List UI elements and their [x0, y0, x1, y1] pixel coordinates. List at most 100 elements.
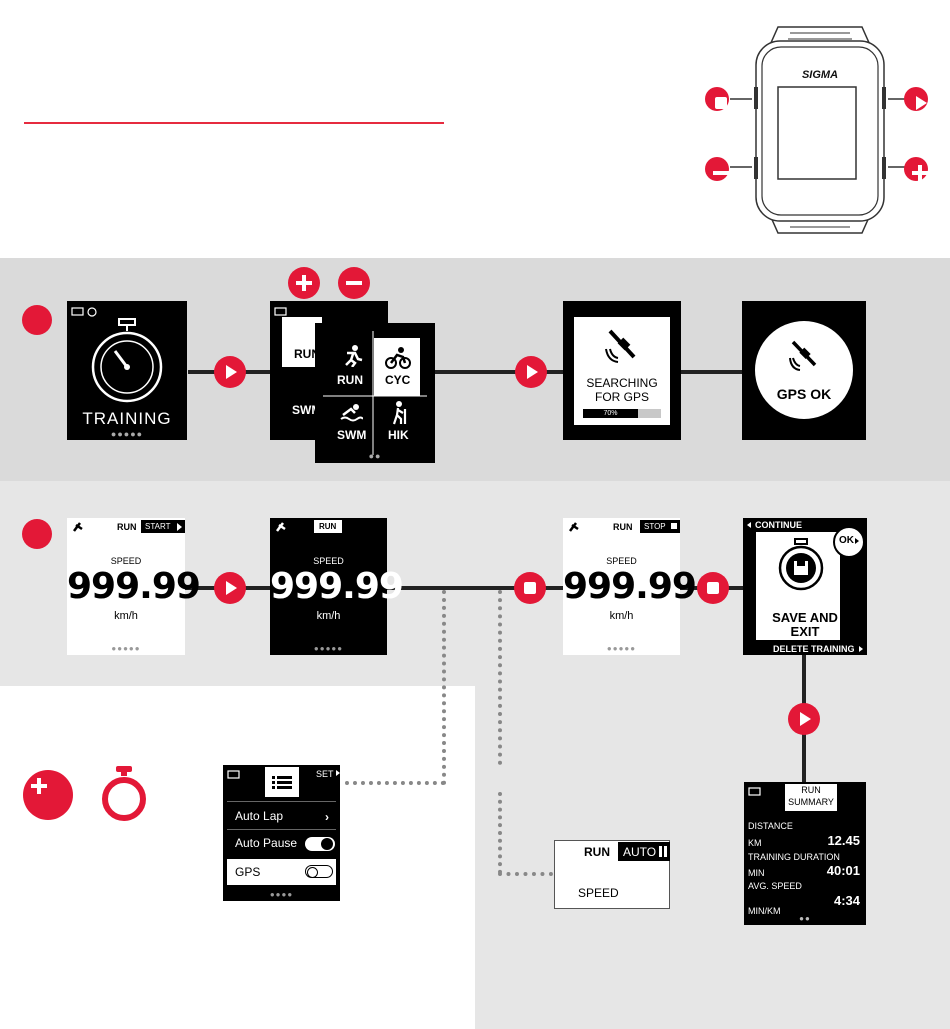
summary-row-label: DISTANCE: [748, 821, 793, 831]
battery-icon: [274, 307, 287, 316]
summary-row-value: 12.45: [827, 833, 860, 848]
gps-signal-icon: [569, 522, 579, 532]
toggle-knob: [307, 867, 318, 878]
play-button: [515, 356, 547, 388]
settings-screen: SET Auto Lap › Auto Pause GPS ●●●●: [223, 765, 340, 901]
save-exit-screen: CONTINUE OK SAVE AND EXIT DELETE TRAININ…: [743, 518, 867, 655]
chevron-right-icon: ›: [325, 810, 329, 824]
status-box: STOP: [640, 520, 680, 533]
delete-training-label: DELETE TRAINING: [773, 644, 855, 654]
mode-box: AUTO: [618, 842, 670, 861]
connector: [680, 370, 742, 374]
sport-label: RUN: [117, 522, 137, 532]
summary-row-unit: MIN/KM: [748, 906, 781, 916]
sport-select-screen: RUN CYC SWM HIK ●●: [315, 323, 435, 463]
page-dots: ●●: [799, 914, 811, 923]
gps-progress-bar: 70%: [583, 409, 661, 418]
gps-toggle: [305, 865, 333, 878]
summary-screen: RUN SUMMARY DISTANCE KM 12.45 TRAINING D…: [744, 782, 866, 925]
set-label: SET: [316, 769, 334, 779]
step2-extension-band: [475, 686, 950, 1029]
pause-icon: [659, 846, 662, 857]
speed-screen-start: RUN START SPEED 999.99 km/h ●●●●●: [67, 518, 201, 655]
gps-progress-fill: [583, 409, 638, 418]
ok-arrow-icon: [855, 538, 859, 544]
gps-search-panel: SEARCHING FOR GPS 70%: [574, 317, 670, 425]
sport-hik: HIK: [388, 428, 409, 442]
stopwatch-icon: [91, 318, 163, 403]
save-line1: SAVE AND: [772, 610, 838, 625]
save-line2: EXIT: [790, 624, 820, 639]
metric-unit: km/h: [114, 610, 138, 622]
run-icon: [345, 345, 363, 367]
sport-cyc: CYC: [385, 373, 411, 387]
save-stopwatch-icon: [778, 538, 824, 591]
dotted-path: [498, 792, 506, 874]
summary-row-label: TRAINING DURATION: [748, 852, 840, 862]
status-label: START: [145, 522, 171, 531]
mode-label: AUTO: [623, 845, 657, 859]
swim-icon: [340, 404, 363, 422]
watch-brand: SIGMA: [802, 69, 838, 81]
metric-label: SPEED: [313, 556, 344, 566]
status-label: STOP: [644, 522, 666, 531]
battery-icon: [227, 770, 240, 779]
list-icon: [272, 776, 292, 789]
gps-ok-circle: [755, 321, 853, 419]
sport-swm: SWM: [337, 428, 367, 442]
page-dots: ●●●●●: [111, 644, 141, 653]
step-marker-2: [22, 519, 52, 549]
stopwatch-icon: [102, 766, 146, 821]
sport-label: RUN: [613, 522, 633, 532]
summary-row-value: 4:34: [833, 893, 860, 908]
forward-arrow-icon: [859, 646, 863, 652]
stop-icon: [671, 523, 677, 529]
sport-label: RUN: [584, 845, 610, 859]
gps-search-line1: SEARCHING: [586, 376, 658, 390]
gps-search-line2: FOR GPS: [594, 390, 649, 404]
satellite-icon: [789, 340, 817, 371]
play-button: [788, 703, 820, 735]
sport-run: RUN: [294, 347, 320, 361]
page-dots: ●●: [368, 451, 382, 461]
back-arrow-icon: [747, 522, 751, 528]
page-dots: ●●●●●: [110, 429, 144, 439]
summary-title2: SUMMARY: [788, 797, 834, 807]
summary-row-unit: MIN: [748, 868, 765, 878]
sport-label: RUN: [319, 522, 337, 531]
toggle-knob: [321, 838, 333, 850]
minus-button: [338, 267, 370, 299]
connector: [385, 586, 565, 590]
play-button: [214, 572, 246, 604]
divider: [227, 829, 336, 830]
play-button: [214, 356, 246, 388]
divider: [227, 801, 336, 802]
gps-ok-screen: GPS OK: [742, 301, 866, 440]
setting-label: Auto Pause: [235, 836, 298, 850]
hiking-icon: [392, 401, 407, 425]
training-label: TRAINING: [82, 409, 172, 428]
speed-screen-stopped: RUN STOP SPEED 999.99 km/h ●●●●●: [563, 518, 697, 655]
page-dots: ●●●●●: [313, 644, 344, 653]
gps-progress-text: 70%: [603, 410, 618, 417]
dotted-path: [442, 590, 450, 785]
grid-divider: [323, 395, 427, 397]
watch-device: SIGMA: [730, 26, 908, 234]
watch-plus-button: [904, 157, 928, 181]
play-icon: [177, 523, 182, 531]
metric-value: 999.99: [563, 566, 697, 607]
plus-button: [288, 267, 320, 299]
metric-unit: km/h: [609, 610, 634, 622]
pause-icon: [664, 846, 667, 857]
battery-icon: [748, 787, 761, 796]
page-dots: ●●●●: [269, 890, 294, 899]
setting-label: Auto Lap: [235, 809, 284, 823]
summary-title-box: RUN SUMMARY: [785, 784, 837, 811]
sport-box: RUN: [314, 520, 342, 533]
cycling-icon: [385, 347, 411, 369]
dotted-path: [345, 781, 445, 789]
auto-pause-toggle: [305, 837, 335, 851]
connector: [433, 370, 565, 374]
metric-label: SPEED: [110, 556, 142, 566]
set-arrow-icon: [336, 770, 340, 776]
